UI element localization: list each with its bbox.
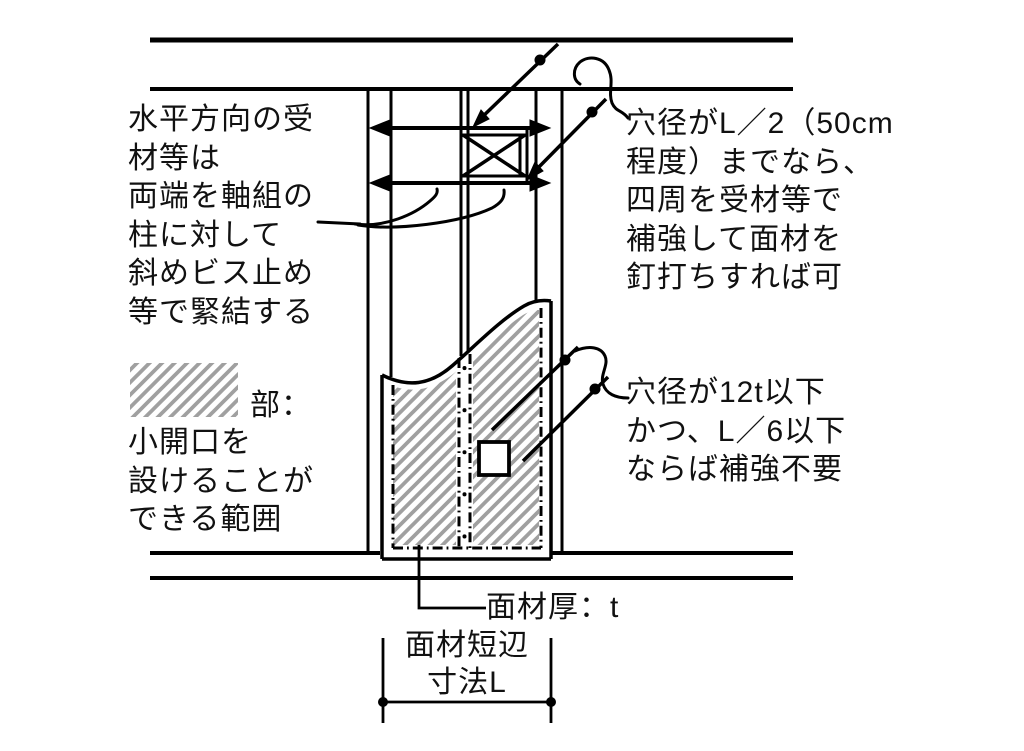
leader-mid-right-note xyxy=(573,346,630,400)
screw-symbol-top-2 xyxy=(525,97,608,182)
panel-dimension-label: 面材短辺 寸法L xyxy=(405,629,529,699)
thickness-leader xyxy=(417,545,486,610)
dimension-dot-right xyxy=(546,697,556,707)
dimension-L xyxy=(378,638,556,723)
receiver-arrow-bottom xyxy=(368,174,552,192)
top-beam-lines xyxy=(150,37,793,91)
leader-left-branch-1 xyxy=(353,187,439,227)
panel-thickness-label: 面材厚：t xyxy=(486,591,620,624)
face-panel-outline xyxy=(380,298,553,561)
leader-left-note-stem xyxy=(316,220,362,226)
screw-symbol-mid-1 xyxy=(490,345,580,432)
screw-symbol-mid-2 xyxy=(521,375,610,463)
mid-right-note: 穴径が12t以下 かつ、L／6以下 ならば補強不要 xyxy=(626,376,847,486)
legend-swatch-label: 部： xyxy=(250,389,312,422)
legend-description: 小開口を 設けることが できる範囲 xyxy=(128,426,314,536)
leader-top-right-note xyxy=(572,56,630,120)
panel-break-curve xyxy=(381,298,552,385)
legend-hatch-swatch xyxy=(130,363,238,417)
receiver-arrow-top xyxy=(368,119,552,137)
dimension-dot-left xyxy=(378,697,388,707)
left-note: 水平方向の受 材等は 両端を軸組の 柱に対して 斜めビス止め 等で緊結する xyxy=(128,103,314,329)
top-right-note: 穴径がL／2（50cm 程度）までなら、 四周を受材等で 補強して面材を 釘打ち… xyxy=(626,107,894,294)
leader-left-branch-2 xyxy=(356,188,506,229)
reinforcement-box xyxy=(461,126,529,185)
screw-symbol-top-1 xyxy=(471,42,560,129)
small-opening-square xyxy=(477,440,511,477)
bottom-beam-lines xyxy=(150,551,793,580)
x-brace-2 xyxy=(462,133,526,178)
leader-lines xyxy=(316,56,630,400)
